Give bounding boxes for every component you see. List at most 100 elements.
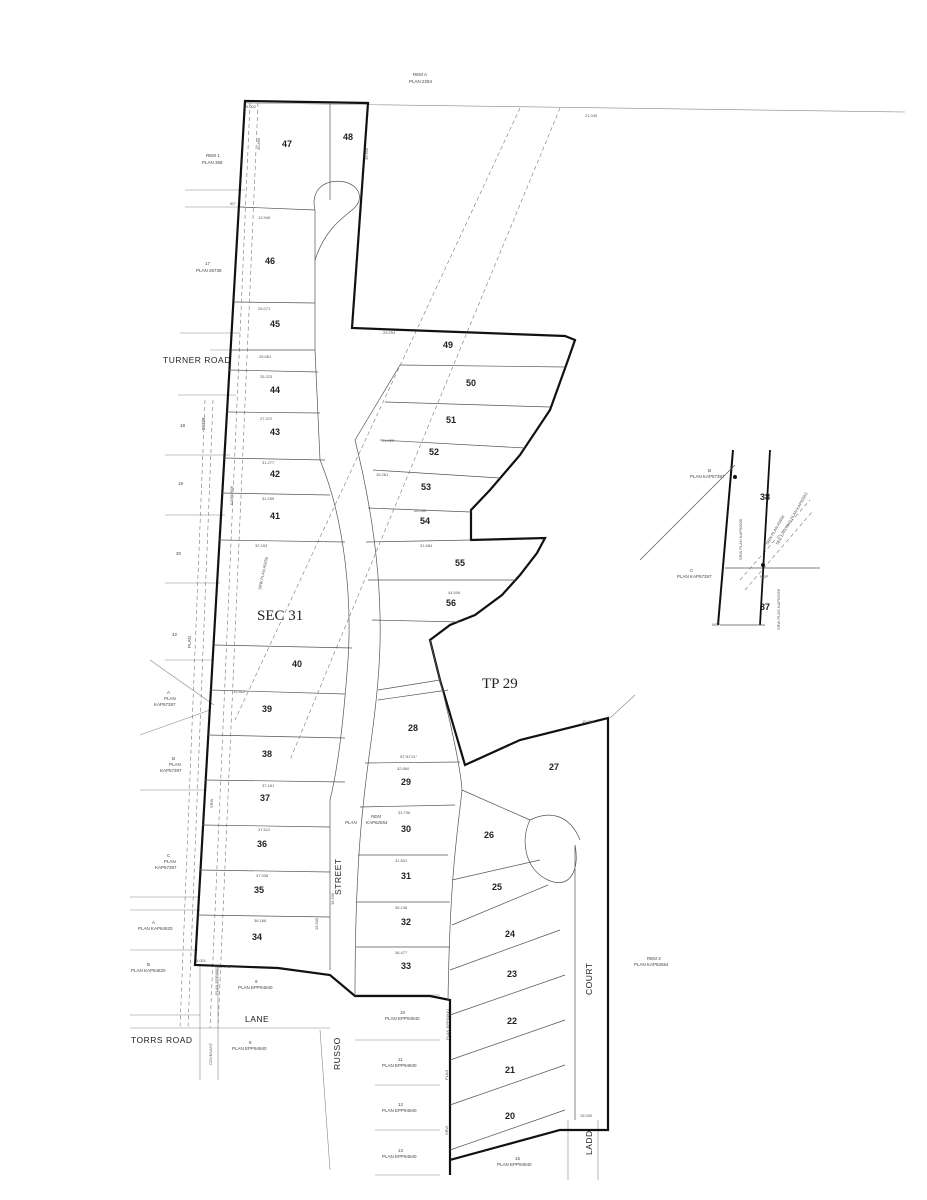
lot-35: 35	[254, 885, 264, 895]
dim-5: 13.940	[258, 215, 271, 220]
label-lot-15-plan: PLAN EPP94940	[497, 1162, 532, 1167]
lot-34: 34	[252, 932, 262, 942]
dim-31: 16.500	[330, 892, 335, 905]
lot-56: 56	[446, 598, 456, 608]
dim-23: 31.684	[420, 543, 433, 548]
label-26738-vertical: 26738	[201, 417, 206, 430]
ne-lot-lines	[354, 364, 566, 623]
dim-32: 91°51'31"	[400, 754, 418, 759]
dim-36: 15.000	[580, 1113, 593, 1118]
lot-36: 36	[257, 839, 267, 849]
label-42-left: 42	[172, 632, 178, 637]
label-plan-26738: PLAN 26738	[196, 268, 222, 273]
lot-42: 42	[270, 469, 280, 479]
label-rem-2-plan: PLAN KAP82654	[634, 962, 669, 967]
dim-15: 37.512	[258, 827, 271, 832]
label-plan-368: PLAN 368	[202, 160, 223, 165]
dim-3: 35.806	[256, 137, 261, 150]
dim-8: 25.223	[260, 374, 273, 379]
dim-35: 16.500	[314, 917, 319, 930]
dim-17: 36.166	[254, 918, 267, 923]
label-b-kap: KAP57397	[160, 768, 182, 773]
lot-49: 49	[443, 340, 453, 350]
lot-37: 37	[260, 793, 270, 803]
road-turner: TURNER ROAD	[163, 355, 231, 365]
lot-41: 41	[270, 511, 280, 521]
lot-50: 50	[466, 378, 476, 388]
lot-20: 20	[505, 1111, 515, 1121]
dim-18: 11.946	[218, 964, 231, 969]
label-rem-1: REM 1	[206, 153, 220, 158]
label-srw-vertical-2: SRW	[444, 1126, 449, 1135]
inset-lot-38: 38	[760, 492, 770, 502]
road-ladd: LADD	[584, 1130, 594, 1155]
lot-29: 29	[401, 777, 411, 787]
label-18: 18	[180, 423, 186, 428]
label-b-left: B	[172, 756, 175, 761]
label-rem: REM	[371, 814, 381, 819]
label-a-kap: KAP57397	[154, 702, 176, 707]
lot-45: 45	[270, 319, 280, 329]
label-kap-rem: KAP62654	[366, 820, 388, 825]
se-lot-lines	[449, 789, 581, 1151]
label-20: 20	[176, 551, 182, 556]
lot-numbers: 47 48 46 45 44 43 42 41 40 39 38 37 36 3…	[252, 132, 559, 1121]
label-lot-15: 15	[515, 1156, 521, 1161]
lot-51: 51	[446, 415, 456, 425]
label-lot-11: 11	[398, 1057, 403, 1062]
label-c-left: C	[167, 853, 171, 858]
label-lot-12: 12	[398, 1102, 404, 1107]
dim-16: 37.938	[256, 873, 269, 878]
parcel-boundary	[193, 99, 610, 1175]
dim-20: 21.022	[382, 438, 395, 443]
road-street: STREET	[333, 858, 343, 895]
label-c-plan: PLAN	[164, 859, 176, 864]
label-lot-13-plan: PLAN EPP94940	[382, 1154, 417, 1159]
lot-43: 43	[270, 427, 280, 437]
dim-27: 31.831	[395, 858, 408, 863]
label-a-left: A	[167, 690, 170, 695]
label-sec-31: SEC 31	[257, 608, 303, 624]
inset-label-c: C	[690, 568, 694, 573]
lot-46: 46	[265, 256, 275, 266]
label-b2-left: B	[147, 962, 150, 967]
inset-nsp-2: NSP	[712, 622, 721, 627]
dim-6: 25.071	[258, 306, 271, 311]
dim-12: 32.153	[255, 543, 268, 548]
dim-9: 27.372	[260, 416, 273, 421]
label-19: 19	[178, 481, 184, 486]
dim-29: 36.477	[395, 950, 408, 955]
inset-label-c-plan: PLAN KAP57397	[677, 574, 712, 579]
lot-53: 53	[421, 482, 431, 492]
label-lot-11-plan: PLAN EPP94940	[382, 1063, 417, 1068]
dim-24: 44.506	[448, 590, 461, 595]
label-b2-plan: PLAN KAP64820	[131, 968, 166, 973]
lot-32: 32	[401, 917, 411, 927]
lot-25: 25	[492, 882, 502, 892]
label-lot-12-plan: PLAN EPP94940	[382, 1108, 417, 1113]
label-lot-17: 17	[205, 261, 211, 266]
lot-27: 27	[549, 762, 559, 772]
label-rem-a: REM A	[413, 72, 427, 77]
label-lot-8: 8	[249, 1040, 252, 1045]
dim-21: 15.261	[376, 472, 389, 477]
text-labels: REM A PLAN 2284 REM 1 PLAN 368 17 PLAN 2…	[131, 72, 809, 1167]
dim-1: 5.002	[246, 104, 257, 109]
lot-54: 54	[420, 516, 430, 526]
dim-34: 5.001	[196, 958, 207, 963]
lot-39: 39	[262, 704, 272, 714]
label-plan-rem: PLAN	[345, 820, 358, 825]
road-court: COURT	[584, 962, 594, 995]
label-lot-9-plan: PLAN EPP94940	[238, 985, 273, 990]
label-covenant: COVENANT	[208, 1042, 213, 1065]
label-a2-left: A	[152, 920, 155, 925]
dim-28: 36.136	[395, 905, 408, 910]
label-lot-10-plan: PLAN EPP94940	[385, 1016, 420, 1021]
dimension-labels: 5.002 21.045 35.806 35.906 13.940 25.071…	[196, 104, 598, 1118]
lot-44: 44	[270, 385, 280, 395]
road-torrs: TORRS ROAD	[131, 1035, 193, 1045]
lot-55: 55	[455, 558, 465, 568]
inset-srw-kap62656: SRW PLAN KAP62656	[776, 588, 781, 630]
lot-48: 48	[343, 132, 353, 142]
